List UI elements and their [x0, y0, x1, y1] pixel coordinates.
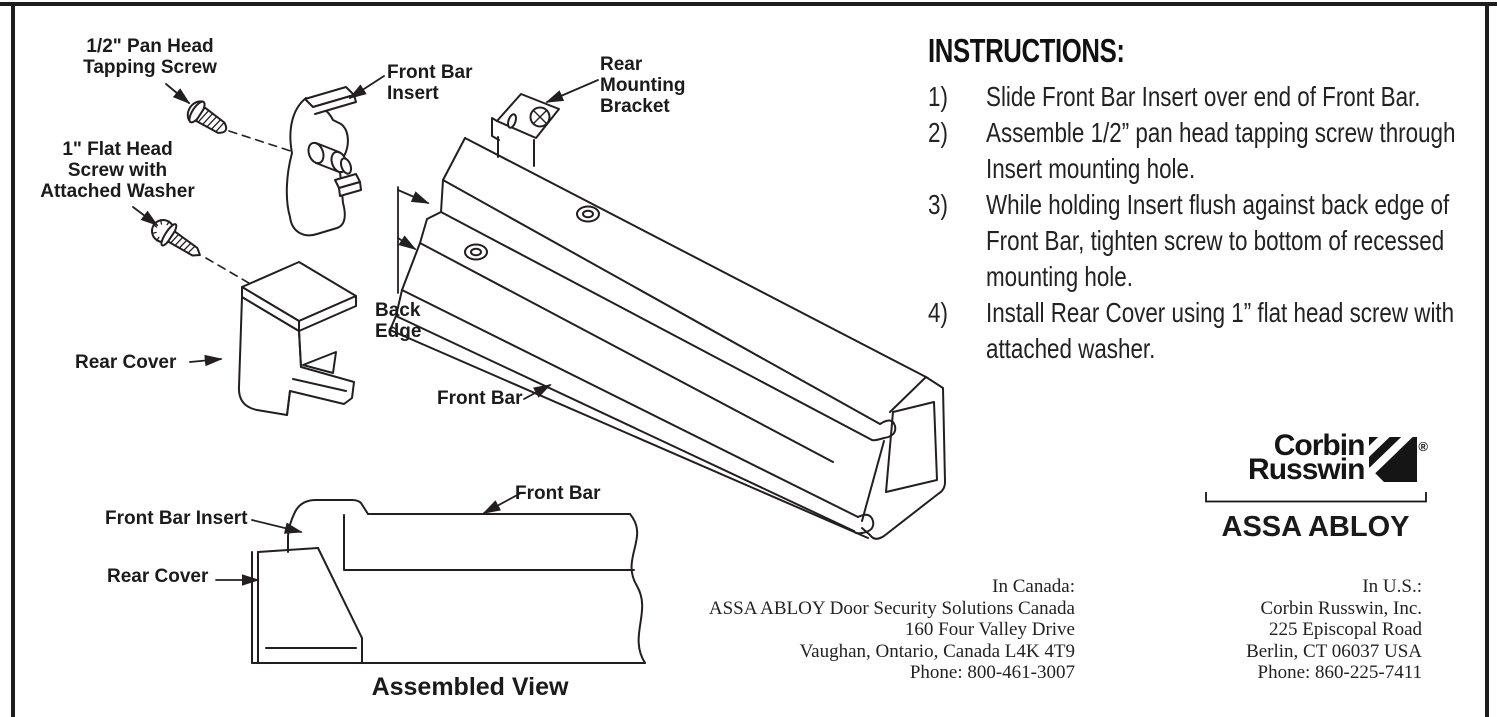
assembled-insert-leader	[251, 519, 303, 534]
front-bar-leader	[523, 384, 552, 400]
assembled-view-drawing	[251, 499, 646, 664]
instruction-text-line: Insert mounting hole.	[986, 153, 1196, 184]
instructions-section: INSTRUCTIONS: 1) Slide Front Bar Insert o…	[928, 32, 1493, 367]
instruction-text-line: Assemble 1/2” pan head tapping screw thr…	[986, 117, 1456, 148]
registered-trademark-symbol: ®	[1418, 439, 1428, 454]
back-edge-pointer	[397, 186, 430, 294]
text-line: Mounting	[600, 75, 686, 96]
brand-bracket-line	[1204, 492, 1427, 503]
text-line: In Canada:	[992, 576, 1075, 597]
text-line: Back	[375, 300, 421, 321]
instruction-text-line: Front Bar, tighten screw to bottom of re…	[986, 225, 1445, 256]
label-front-bar: Front Bar	[437, 388, 523, 409]
russwin-text: Russwin	[1248, 453, 1365, 486]
label-rear-cover: Rear Cover	[75, 352, 177, 373]
instruction-text-line: mounting hole.	[986, 261, 1133, 292]
text-line: Attached Washer	[40, 181, 195, 202]
text-line: Insert	[387, 83, 439, 104]
text-line: Phone: 800-461-3007	[909, 662, 1075, 683]
front-bar-insert-drawing	[285, 86, 362, 237]
instruction-number: 2)	[928, 117, 948, 148]
text-line: 1" Flat Head	[62, 139, 173, 160]
address-canada: In Canada:ASSA ABLOY Door Security Solut…	[655, 576, 1075, 684]
text-line: 1/2" Pan Head	[86, 36, 214, 57]
text-line: Rear	[600, 54, 643, 75]
text-line: Phone: 860-225-7411	[1257, 662, 1422, 683]
assembled-front-bar-leader	[482, 492, 522, 514]
rear-mounting-bracket-drawing	[491, 93, 560, 167]
flat-head-screw-drawing	[151, 219, 201, 257]
pan-head-screw-drawing	[186, 100, 228, 134]
instruction-text-line: While holding Insert flush against back …	[986, 189, 1450, 220]
instruction-number: 4)	[928, 297, 948, 328]
instruction-text: While holding Insert flush against back …	[986, 187, 1497, 295]
bracket-leader	[545, 79, 599, 103]
instruction-number: 1)	[928, 81, 948, 112]
corbin-text: Corbin	[1273, 429, 1366, 462]
label-assembled-front-bar: Front Bar	[515, 483, 601, 504]
page-border-frame	[11, 2, 1489, 717]
flat-screw-leader	[132, 206, 159, 227]
text-line: Tapping Screw	[83, 57, 217, 78]
text-line: Vaughan, Ontario, Canada L4K 4T9	[799, 640, 1075, 662]
text-line: Corbin Russwin, Inc.	[1260, 597, 1423, 619]
instruction-text: Install Rear Cover using 1” flat head sc…	[986, 295, 1497, 367]
corbin-russwin-stripes-icon	[1369, 437, 1418, 482]
rear-cover-drawing	[237, 261, 357, 416]
instruction-text: Assemble 1/2” pan head tapping screw thr…	[986, 115, 1497, 187]
text-line: Screw with	[67, 160, 168, 181]
text-line: Bracket	[600, 96, 670, 117]
instruction-text-line: Slide Front Bar Insert over end of Front…	[986, 81, 1421, 112]
corbin-russwin-logo: Corbin Russwin ®	[1198, 429, 1433, 486]
text-line: Edge	[375, 321, 422, 342]
text-line: ASSA ABLOY Door Security Solutions Canad…	[708, 597, 1075, 619]
instruction-number: 3)	[928, 189, 948, 220]
address-us: In U.S.:Corbin Russwin, Inc.225 Episcopa…	[1226, 576, 1422, 684]
rear-cover-leader	[189, 354, 223, 367]
instruction-text: Slide Front Bar Insert over end of Front…	[986, 79, 1497, 115]
branding-block: Corbin Russwin ® ASSA ABLOY	[1198, 429, 1433, 544]
instruction-item: 1) Slide Front Bar Insert over end of Fro…	[928, 79, 1493, 115]
text-line: Front Bar	[387, 62, 473, 83]
pan-screw-leader	[165, 83, 191, 105]
assembled-view-caption: Assembled View	[371, 673, 569, 701]
corbin-russwin-wordmark: Corbin Russwin	[1248, 429, 1366, 486]
instruction-item: 3) While holding Insert flush against bac…	[928, 187, 1493, 295]
instruction-text-line: Install Rear Cover using 1” flat head sc…	[986, 297, 1455, 328]
text-line: In U.S.:	[1362, 576, 1422, 597]
instruction-item: 4) Install Rear Cover using 1” flat head …	[928, 295, 1493, 367]
label-assembled-rear-cover: Rear Cover	[107, 566, 209, 587]
insert-leader	[348, 75, 385, 99]
instruction-text-line: attached washer.	[986, 333, 1156, 364]
front-bar-drawing	[389, 137, 946, 540]
label-assembled-front-bar-insert: Front Bar Insert	[105, 508, 248, 529]
instructions-list: 1) Slide Front Bar Insert over end of Fro…	[928, 79, 1493, 367]
leader-arrows	[132, 75, 599, 586]
text-line: 160 Four Valley Drive	[904, 619, 1075, 640]
text-line: Berlin, CT 06037 USA	[1246, 640, 1422, 662]
text-line: 225 Episcopal Road	[1268, 619, 1422, 640]
assa-abloy-wordmark: ASSA ABLOY	[1221, 511, 1410, 543]
instruction-item: 2) Assemble 1/2” pan head tapping screw t…	[928, 115, 1493, 187]
instructions-heading: INSTRUCTIONS:	[928, 32, 1125, 69]
